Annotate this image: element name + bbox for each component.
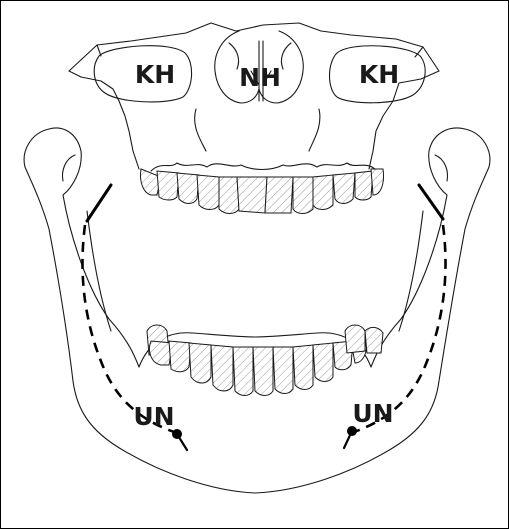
- lower-teeth: [147, 325, 383, 396]
- mental-foramen-right: [344, 426, 357, 448]
- mental-foramen-left: [172, 429, 187, 450]
- incision-mark-left: [87, 185, 111, 221]
- label-infraorbital-left: KH: [135, 60, 175, 89]
- label-nasal: NH: [239, 63, 281, 92]
- label-inferior-alveolar-left: UN: [133, 402, 174, 431]
- label-infraorbital-right: KH: [359, 60, 399, 89]
- label-inferior-alveolar-right: UN: [352, 399, 393, 428]
- upper-teeth: [140, 163, 383, 214]
- maxilla-outline: [69, 23, 439, 169]
